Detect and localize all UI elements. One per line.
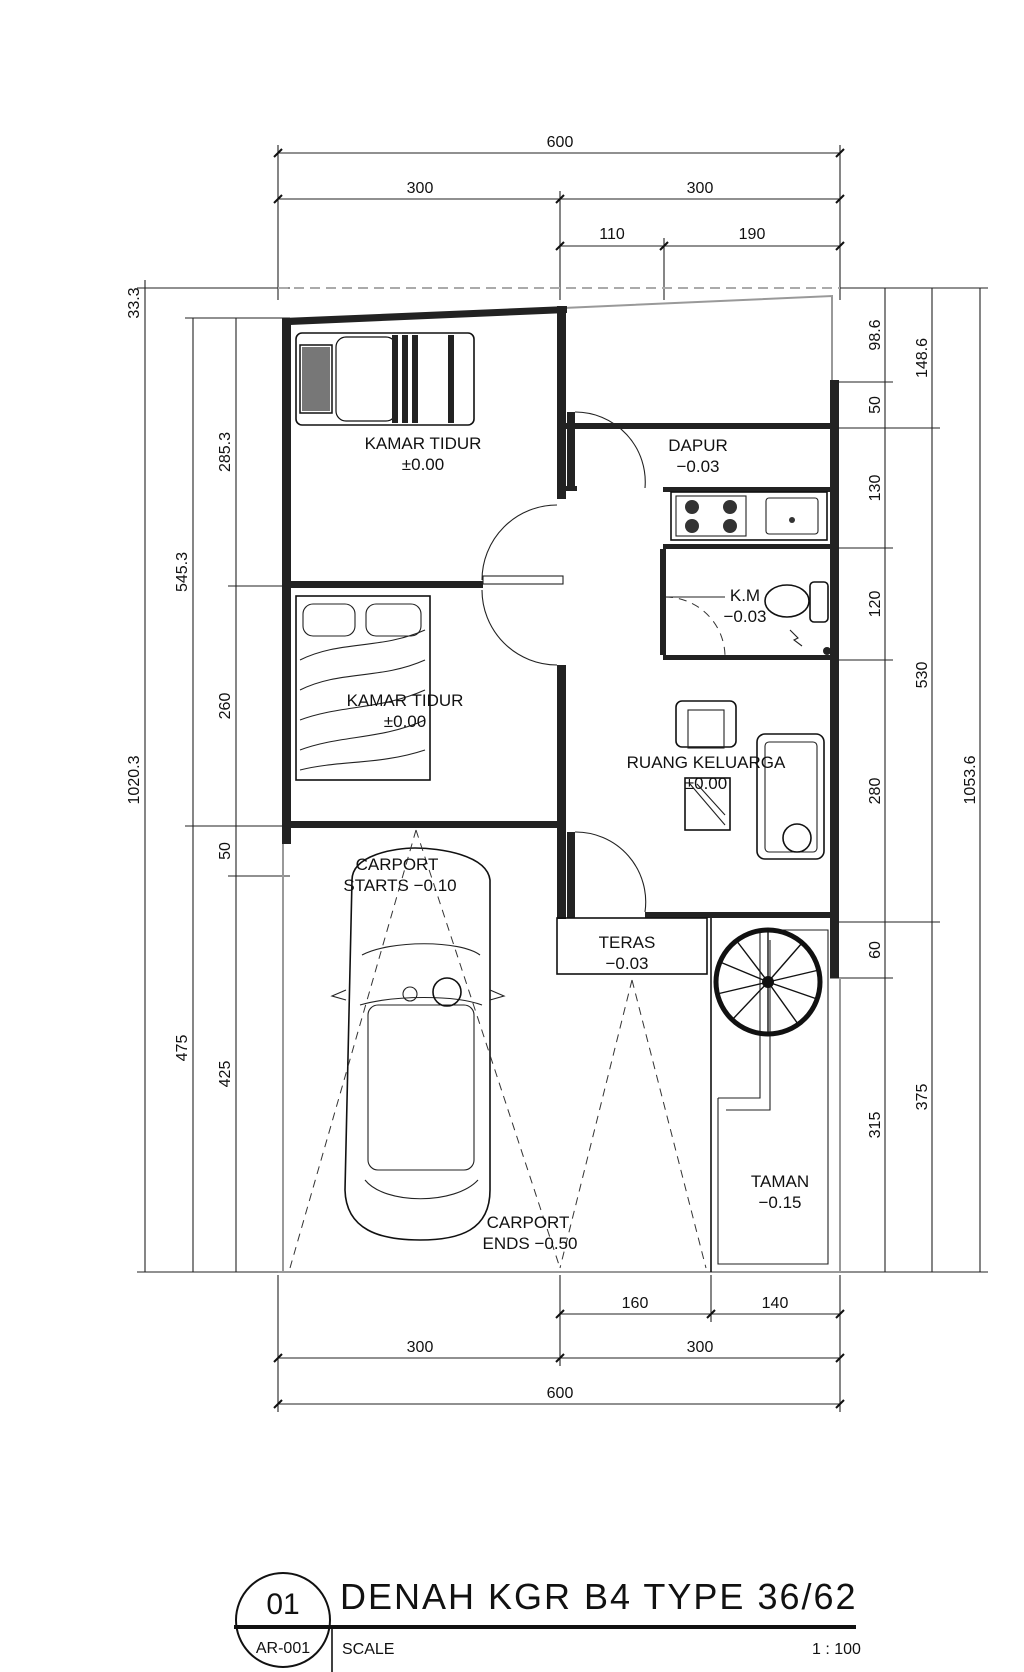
room-bed1-name: KAMAR TIDUR xyxy=(365,434,482,453)
room-bath-name: K.M xyxy=(730,586,760,605)
dimension-labels: 600 300 300 110 190 160 140 300 300 600 … xyxy=(126,134,979,1402)
dim-left-gap: 50 xyxy=(217,842,234,860)
terrace-and-garden-outline xyxy=(556,917,829,1272)
dim-bottom-sub-a: 160 xyxy=(622,1295,649,1312)
sheet-number: AR-001 xyxy=(256,1640,310,1657)
room-garden-name: TAMAN xyxy=(751,1172,809,1191)
single-bed xyxy=(295,332,475,426)
room-carport-start-name: CARPORT xyxy=(356,855,439,874)
room-terrace-name: TERAS xyxy=(599,933,656,952)
dim-right-garden: 315 xyxy=(867,1112,884,1139)
dimension-lines xyxy=(137,145,988,1412)
dim-bottom-left: 300 xyxy=(407,1339,434,1356)
dim-left-bed2: 260 xyxy=(217,693,234,720)
room-terrace-level: −0.03 xyxy=(605,954,648,973)
room-labels: KAMAR TIDUR ±0.00 KAMAR TIDUR ±0.00 DAPU… xyxy=(343,434,809,1253)
room-carport-end-name: CARPORT xyxy=(487,1213,570,1232)
dim-right-terrace: 60 xyxy=(867,941,884,959)
dim-left-carport: 425 xyxy=(217,1061,234,1088)
dim-right-top-total: 148.6 xyxy=(914,338,931,378)
scale-value: 1 : 100 xyxy=(812,1641,861,1658)
room-living-name: RUANG KELUARGA xyxy=(627,753,786,772)
dim-bottom-right: 300 xyxy=(687,1339,714,1356)
room-bed2-name: KAMAR TIDUR xyxy=(347,691,464,710)
dim-top-sub-a: 110 xyxy=(599,226,625,243)
site-boundary xyxy=(278,287,841,1273)
dim-right-living: 280 xyxy=(867,778,884,805)
double-bed xyxy=(295,595,431,781)
room-carport-start-level: STARTS −0.10 xyxy=(343,876,456,895)
room-kitchen-level: −0.03 xyxy=(676,457,719,476)
dim-top-left: 300 xyxy=(407,180,434,197)
room-bed2-level: ±0.00 xyxy=(384,712,426,731)
carport-slope-lines xyxy=(289,829,707,1269)
dim-right-overall: 1053.6 xyxy=(962,755,979,804)
spiral-staircase xyxy=(713,927,823,1037)
dim-right-top-a: 98.6 xyxy=(867,319,884,350)
toilet xyxy=(764,581,831,655)
dim-right-lower: 375 xyxy=(914,1084,931,1111)
dim-top-right: 300 xyxy=(687,180,714,197)
dim-left-lower: 475 xyxy=(174,1035,191,1062)
room-carport-end-level: ENDS −0.50 xyxy=(483,1234,578,1253)
dim-left-bed1: 285.3 xyxy=(217,432,234,472)
dim-right-kitchen: 130 xyxy=(867,475,884,502)
dim-right-middle: 530 xyxy=(914,662,931,689)
dim-left-offset: 33.3 xyxy=(126,287,143,318)
room-living-level: ±0.00 xyxy=(685,774,727,793)
dim-right-bath: 120 xyxy=(867,591,884,618)
walls xyxy=(282,306,839,978)
title-block: 01 AR-001 DENAH KGR B4 TYPE 36/62 SCALE … xyxy=(234,1572,861,1672)
dim-bottom-sub-b: 140 xyxy=(762,1295,789,1312)
living-room-furniture xyxy=(675,700,825,860)
dim-left-overall: 1020.3 xyxy=(126,755,143,804)
dim-top-total: 600 xyxy=(547,134,574,151)
drawing-title: DENAH KGR B4 TYPE 36/62 xyxy=(340,1576,858,1617)
room-bath-level: −0.03 xyxy=(723,607,766,626)
drawing-number: 01 xyxy=(266,1588,299,1621)
doors xyxy=(481,411,726,913)
dim-top-sub-b: 190 xyxy=(739,226,766,243)
dim-left-upper: 545.3 xyxy=(174,552,191,592)
dim-bottom-total: 600 xyxy=(547,1385,574,1402)
kitchen-counter xyxy=(670,491,828,541)
dim-right-top-b: 50 xyxy=(867,396,884,414)
room-kitchen-name: DAPUR xyxy=(668,436,728,455)
room-bed1-level: ±0.00 xyxy=(402,455,444,474)
car-top-view xyxy=(330,847,506,1241)
room-garden-level: −0.15 xyxy=(758,1193,801,1212)
scale-label: SCALE xyxy=(342,1641,394,1658)
